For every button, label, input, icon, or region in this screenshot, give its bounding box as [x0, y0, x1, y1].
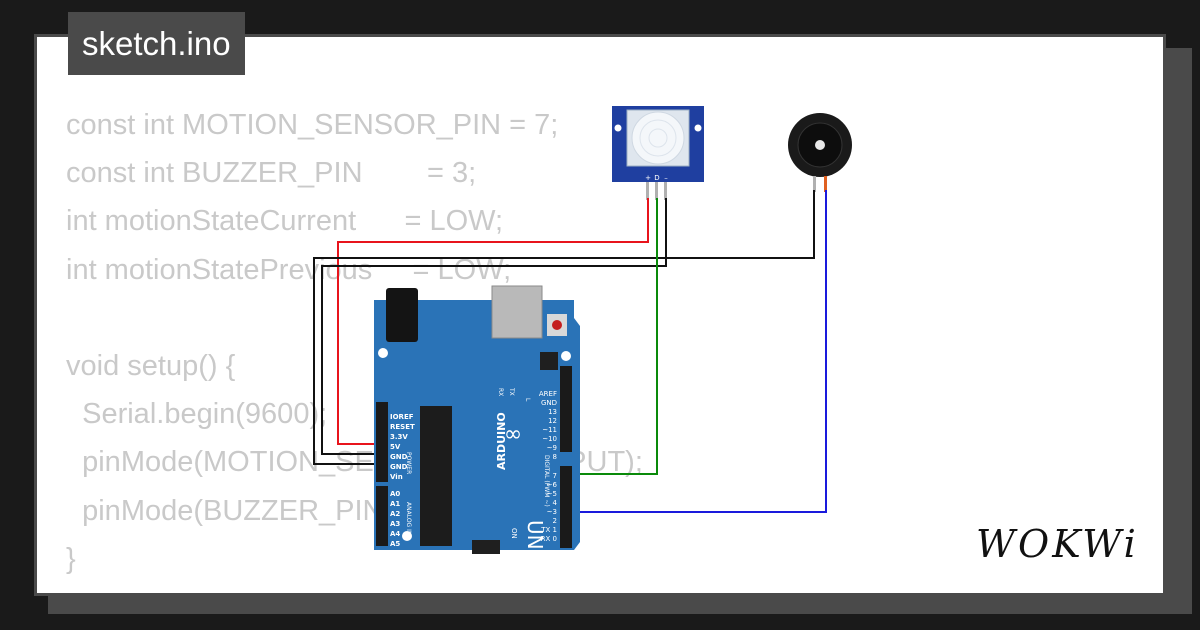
code-line: const int BUZZER_PIN = 3;: [66, 157, 477, 190]
pin-label: RESET: [390, 423, 415, 431]
pin-label: 5V: [390, 443, 401, 451]
pin-label: 3.3V: [390, 433, 408, 441]
pin-label: ~10: [542, 435, 557, 443]
preview-card: [34, 34, 1166, 596]
power-jack: [386, 288, 418, 342]
buzzer[interactable]: [788, 113, 852, 192]
pin-label: RX 0: [541, 535, 557, 543]
pin-label: TX 1: [540, 526, 557, 534]
digital-header-top: [560, 366, 572, 452]
vcc-wire[interactable]: [337, 198, 649, 445]
pin-label: GND: [390, 463, 408, 471]
pin-label: 8: [553, 453, 557, 461]
arduino-logo-icon: ∞: [504, 422, 522, 447]
model-label: UNO: [523, 520, 547, 565]
pin-label: ~5: [547, 490, 557, 498]
tx-label: TX: [508, 387, 515, 396]
pin-label: A1: [390, 500, 400, 508]
l-label: L: [524, 398, 531, 402]
code-line: int motionStateCurrent = LOW;: [66, 205, 504, 238]
gnd-wire-buzzer[interactable]: [313, 190, 815, 465]
pir-sensor[interactable]: + D –: [612, 106, 704, 200]
pir-pin-label: +: [645, 174, 651, 182]
buzzer-wire[interactable]: [568, 190, 827, 513]
power-label: POWER: [405, 452, 412, 474]
analog-label: ANALOG IN: [405, 502, 412, 535]
digital-header-bottom: [560, 466, 572, 548]
rx-label: RX: [497, 388, 504, 396]
pin-label: A3: [390, 520, 400, 528]
pin-label: ~9: [547, 444, 557, 452]
power-header: [376, 402, 388, 482]
pin-label: A5: [390, 540, 400, 548]
code-line: }: [66, 542, 76, 575]
gnd-wire-sensor[interactable]: [321, 198, 667, 455]
pin-label: A4: [390, 530, 400, 538]
pin-label: ~3: [547, 508, 557, 516]
brand-label: ARDUINO: [495, 412, 508, 470]
pir-pin-label: –: [664, 174, 668, 182]
analog-header: [376, 486, 388, 546]
on-label: ON: [510, 528, 518, 539]
pin-label: A2: [390, 510, 400, 518]
pin-label: 13: [548, 408, 557, 416]
code-line: const int MOTION_SENSOR_PIN = 7;: [66, 109, 559, 141]
pin-label: AREF: [539, 390, 557, 398]
digital-label: DIGITAL (PWM ~): [543, 455, 550, 507]
wokwi-logo[interactable]: WOKWi: [976, 522, 1139, 566]
signal-wire[interactable]: [568, 198, 658, 475]
pin-label: 7: [553, 472, 557, 480]
code-line: Serial.begin(9600);: [66, 398, 328, 431]
pin-label: 12: [548, 417, 557, 425]
arduino-board[interactable]: ARDUINO UNO ∞ DIGITAL (PWM ~) ON L TX RX…: [374, 285, 580, 565]
pin-label: 2: [553, 517, 557, 525]
pin-label: ~6: [547, 481, 558, 489]
pin-label: 4: [553, 499, 558, 507]
file-tab[interactable]: sketch.ino: [68, 12, 245, 75]
usb-port: [491, 285, 543, 339]
code-line: void setup() {: [66, 349, 236, 382]
pin-label: ~11: [542, 426, 557, 434]
pin-label: GND: [541, 399, 557, 407]
pin-label: IOREF: [390, 413, 414, 421]
pin-label: GND: [390, 453, 408, 461]
pir-pin-label: D: [654, 174, 659, 182]
microcontroller-chip: [420, 406, 452, 546]
pin-label: Vin: [390, 473, 403, 481]
pin-label: A0: [390, 490, 400, 498]
